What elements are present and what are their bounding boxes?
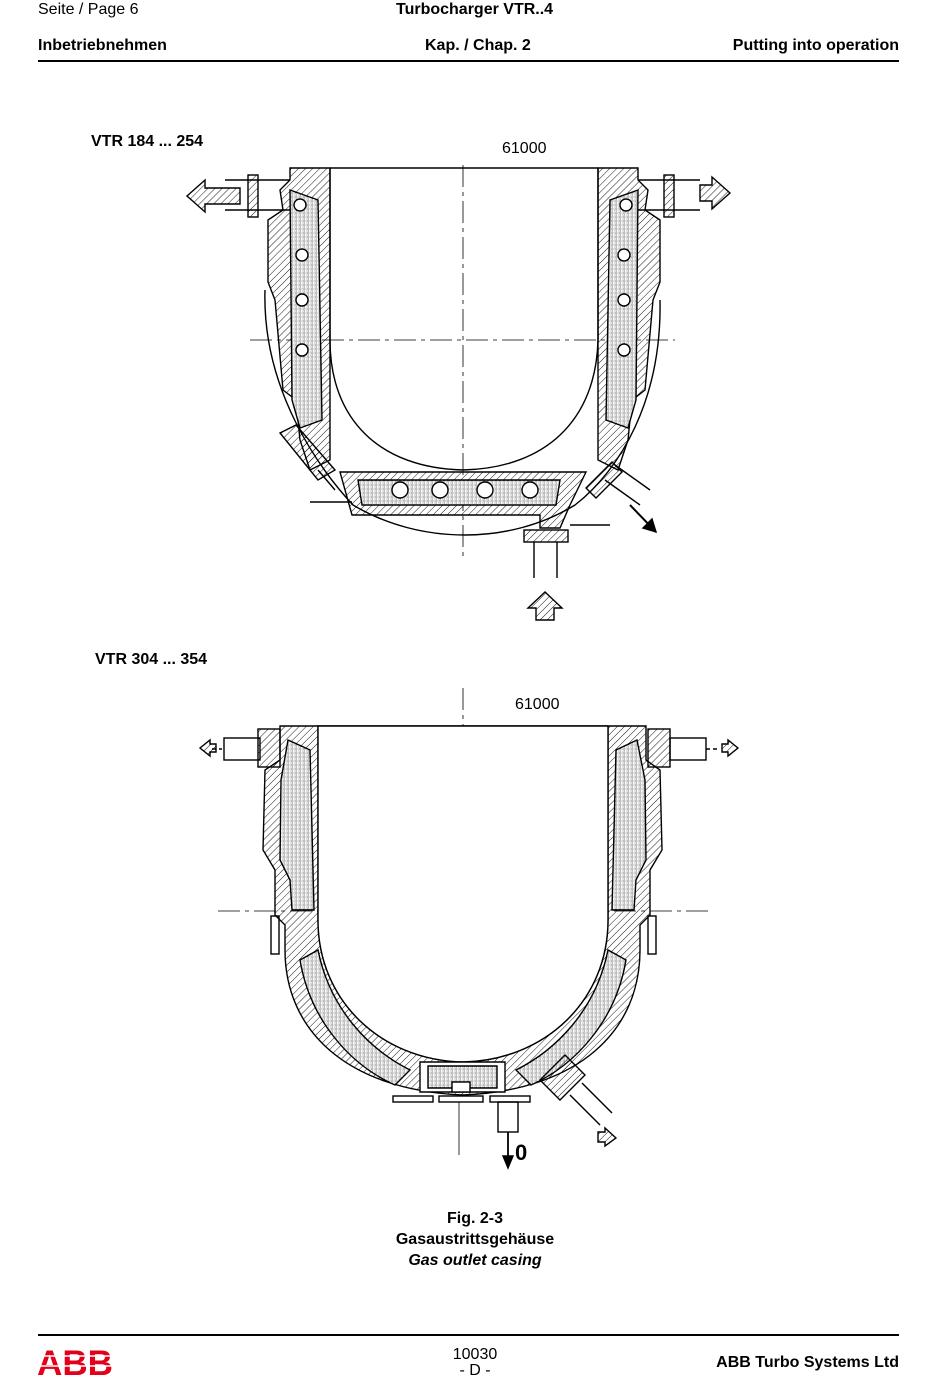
figure2-casing-drawing (0, 0, 950, 1200)
figure-title-en: Gas outlet casing (0, 1252, 950, 1270)
footer-rule (38, 1334, 899, 1336)
figure-title-de: Gasaustrittsgehäuse (0, 1231, 950, 1249)
company-name: ABB Turbo Systems Ltd (716, 1354, 899, 1372)
drain-mark: 0 (515, 1140, 527, 1166)
figure-number: Fig. 2-3 (0, 1210, 950, 1228)
